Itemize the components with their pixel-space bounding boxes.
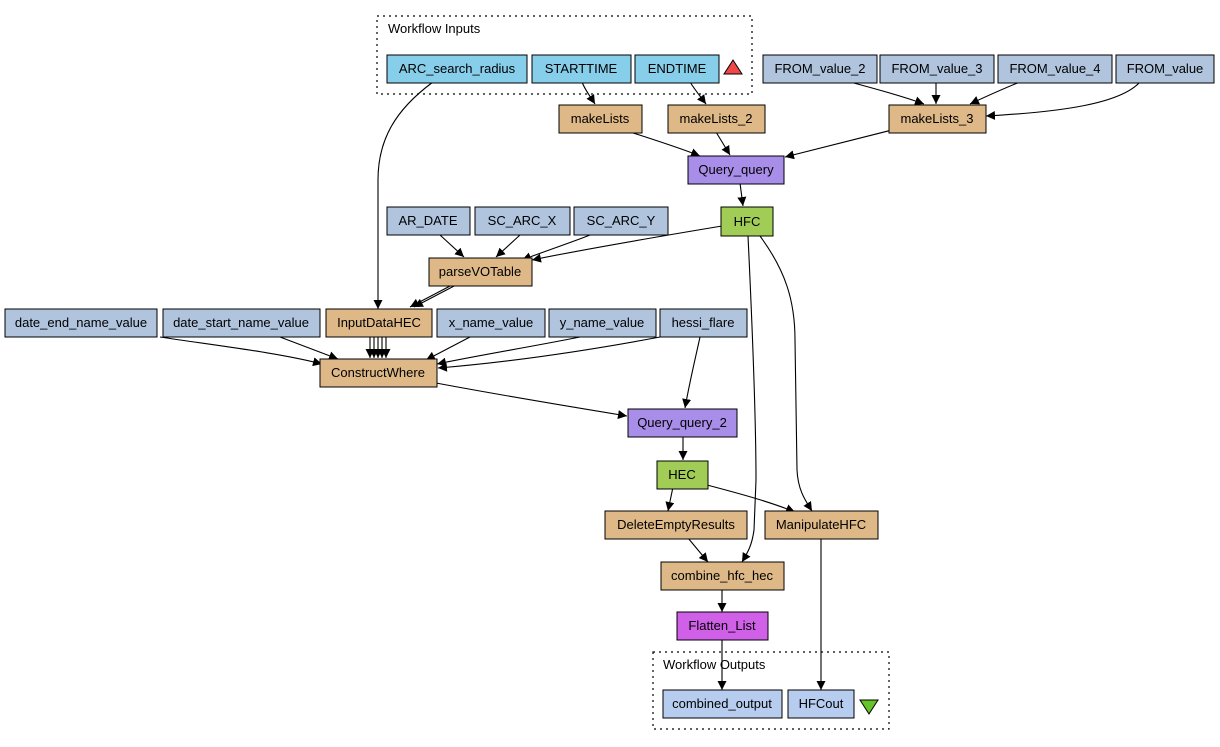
node-hfc-label: HFC <box>734 214 761 229</box>
edge-starttime-to-makelists <box>581 81 596 105</box>
edge-hessi-to-constructwhere <box>437 336 661 372</box>
edge-yname-to-constructwhere <box>436 336 581 367</box>
node-makelists-3[interactable]: makeLists_3 <box>888 104 987 134</box>
node-hfcout-label: HFCout <box>799 696 844 711</box>
node-parsevotable[interactable]: parseVOTable <box>428 257 533 287</box>
node-makelists-label: makeLists <box>571 111 630 126</box>
output-triangle-icon <box>859 699 879 715</box>
node-hfcout[interactable]: HFCout <box>787 689 855 719</box>
node-endtime-label: ENDTIME <box>648 61 707 76</box>
edge-hec-to-manipulatehfc <box>706 484 796 513</box>
node-hfc[interactable]: HFC <box>720 206 774 237</box>
edge-parsevotable-to-inputdatahec-1 <box>409 284 453 308</box>
node-inputdatahec-label: InputDataHEC <box>337 315 421 330</box>
node-date-end-name-value-label: date_end_name_value <box>15 315 147 330</box>
edge-hfc-to-combine <box>741 235 757 563</box>
node-arc-search-radius-label: ARC_search_radius <box>399 61 516 76</box>
node-deleteemptyresults-label: DeleteEmptyResults <box>617 517 735 532</box>
node-from-value-label: FROM_value <box>1127 61 1204 76</box>
edge-scarcx-to-parsevotable <box>495 234 521 258</box>
edge-constructwhere-to-query2 <box>435 382 628 419</box>
edge-xname-to-constructwhere <box>425 336 471 361</box>
node-manipulatehfc-label: ManipulateHFC <box>776 517 866 532</box>
edge-hec-to-deleteempty <box>665 486 675 512</box>
node-date-start-name-value[interactable]: date_start_name_value <box>162 308 321 338</box>
node-inputdatahec[interactable]: InputDataHEC <box>325 308 433 338</box>
workflow-inputs-label: Workflow Inputs <box>388 21 481 36</box>
node-sc-arc-x[interactable]: SC_ARC_X <box>474 206 571 236</box>
node-date-end-name-value[interactable]: date_end_name_value <box>4 308 158 338</box>
edge-parsevotable-to-inputdatahec-2 <box>413 284 457 308</box>
edge-hfc-to-manipulatehfc <box>759 235 813 512</box>
node-parsevotable-label: parseVOTable <box>439 264 521 279</box>
edges <box>159 81 1141 690</box>
edge-fromvalue4-to-makelists3 <box>969 81 1021 105</box>
node-ar-date-label: AR_DATE <box>399 213 458 228</box>
node-deleteemptyresults[interactable]: DeleteEmptyResults <box>604 510 748 540</box>
node-combine-hfc-hec-label: combine_hfc_hec <box>671 568 773 583</box>
node-date-start-name-value-label: date_start_name_value <box>173 315 309 330</box>
node-starttime-label: STARTTIME <box>545 61 618 76</box>
node-makelists[interactable]: makeLists <box>558 104 643 134</box>
input-triangle-icon <box>723 59 743 75</box>
node-ar-date[interactable]: AR_DATE <box>386 206 471 236</box>
node-hec[interactable]: HEC <box>656 460 709 490</box>
edge-fromvalue2-to-makelists3 <box>849 81 925 106</box>
edge-fromvalue-to-makelists3 <box>985 81 1141 121</box>
edge-makelists-to-query <box>629 131 701 157</box>
edge-query-to-hfc <box>737 182 747 207</box>
node-constructwhere[interactable]: ConstructWhere <box>319 358 438 388</box>
node-from-value-3-label: FROM_value_3 <box>891 61 982 76</box>
node-makelists-2-label: makeLists_2 <box>680 111 753 126</box>
edge-endtime-to-makelists2 <box>689 81 707 105</box>
node-hessi-flare[interactable]: hessi_flare <box>659 308 748 338</box>
edge-datestart-to-constructwhere <box>279 336 339 361</box>
node-combined-output-label: combined_output <box>672 696 772 711</box>
node-sc-arc-y[interactable]: SC_ARC_Y <box>573 206 669 236</box>
node-endtime[interactable]: ENDTIME <box>634 54 720 84</box>
node-query-query-2[interactable]: Query_query_2 <box>627 408 738 438</box>
workflow-inputs-cluster: Workflow Inputs <box>376 15 753 95</box>
node-arc-search-radius[interactable]: ARC_search_radius <box>386 54 528 84</box>
node-starttime[interactable]: STARTTIME <box>531 54 632 84</box>
node-constructwhere-label: ConstructWhere <box>331 365 425 380</box>
edge-scarcy-to-parsevotable <box>521 234 591 261</box>
node-combine-hfc-hec[interactable]: combine_hfc_hec <box>660 561 785 591</box>
edge-arc-to-inputdatahec <box>373 81 434 309</box>
node-from-value-4[interactable]: FROM_value_4 <box>997 54 1113 84</box>
node-query-query-2-label: Query_query_2 <box>637 415 727 430</box>
edge-makelists2-to-query <box>715 131 731 156</box>
node-combined-output[interactable]: combined_output <box>662 689 783 719</box>
edge-dateend-to-constructwhere <box>159 336 323 367</box>
node-from-value-4-label: FROM_value_4 <box>1009 61 1100 76</box>
node-query-query-label: Query_query <box>698 162 774 177</box>
edge-ardate-to-parsevotable <box>439 234 465 258</box>
node-sc-arc-y-label: SC_ARC_Y <box>587 213 656 228</box>
workflow-outputs-cluster: Workflow Outputs <box>652 651 890 730</box>
node-from-value-3[interactable]: FROM_value_3 <box>879 54 995 84</box>
node-query-query[interactable]: Query_query <box>687 155 785 185</box>
node-from-value[interactable]: FROM_value <box>1115 54 1215 84</box>
node-makelists-3-label: makeLists_3 <box>901 111 974 126</box>
node-sc-arc-x-label: SC_ARC_X <box>488 213 557 228</box>
edge-hessi-to-query2 <box>682 336 701 409</box>
node-x-name-value-label: x_name_value <box>449 315 534 330</box>
node-flatten-list-label: Flatten_List <box>688 618 756 633</box>
node-flatten-list[interactable]: Flatten_List <box>676 611 769 641</box>
node-makelists-2[interactable]: makeLists_2 <box>667 104 766 134</box>
node-y-name-value-label: y_name_value <box>560 315 645 330</box>
node-from-value-2-label: FROM_value_2 <box>774 61 865 76</box>
node-manipulatehfc[interactable]: ManipulateHFC <box>764 510 879 540</box>
edge-deleteempty-to-combine <box>687 537 709 563</box>
node-hessi-flare-label: hessi_flare <box>672 315 735 330</box>
node-y-name-value[interactable]: y_name_value <box>548 308 657 338</box>
node-from-value-2[interactable]: FROM_value_2 <box>762 54 878 84</box>
node-hec-label: HEC <box>668 467 695 482</box>
edge-makelists3-to-query <box>784 129 893 160</box>
node-x-name-value[interactable]: x_name_value <box>436 308 546 338</box>
edge-hfc-to-parsevotable <box>531 225 723 263</box>
workflow-outputs-label: Workflow Outputs <box>663 657 766 672</box>
